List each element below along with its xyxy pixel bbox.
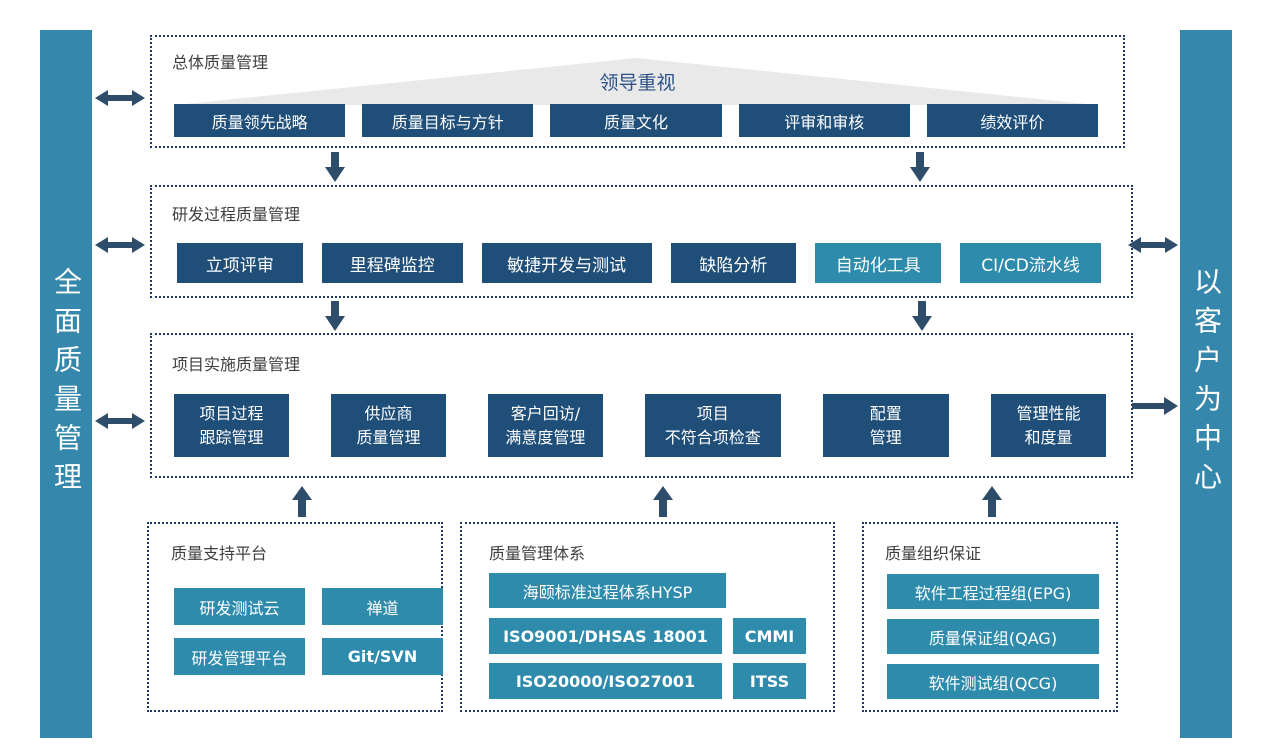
pill-line: 管理 xyxy=(869,427,902,447)
pill-automation-tools: 自动化工具 xyxy=(815,243,942,283)
right-sidebar: 以客户为中心 xyxy=(1180,30,1232,738)
pill-configuration-management: 配置 管理 xyxy=(822,394,950,457)
pill-itss: ITSS xyxy=(733,663,806,699)
pill-rd-test-cloud: 研发测试云 xyxy=(174,588,305,625)
down-arrow-icon xyxy=(910,152,930,182)
pill-line: 供应商 xyxy=(364,404,413,424)
pill-customer-visit-satisfaction: 客户回访/ 满意度管理 xyxy=(487,394,603,457)
down-arrow-icon xyxy=(912,301,932,331)
up-arrow-icon xyxy=(292,486,312,517)
section-title: 质量管理体系 xyxy=(489,544,586,563)
pill-git-svn: Git/SVN xyxy=(322,638,443,675)
pill-line: 项目过程 xyxy=(199,404,264,424)
pill-iso9001-dhsas18001: ISO9001/DHSAS 18001 xyxy=(489,618,722,654)
leadership-label: 领导重视 xyxy=(599,72,676,94)
pill-iso20000-iso27001: ISO20000/ISO27001 xyxy=(489,663,722,699)
pill-qag-group: 质量保证组(QAG) xyxy=(887,619,1099,654)
double-arrow-icon xyxy=(95,88,145,108)
pill-cicd-pipeline: CI/CD流水线 xyxy=(960,243,1101,283)
down-arrow-icon xyxy=(325,152,345,182)
right-arrow-icon xyxy=(1132,396,1178,416)
pill-line: 不符合项检查 xyxy=(664,427,761,447)
pill-quality-goals-policy: 质量目标与方针 xyxy=(362,104,534,137)
pill-review-audit: 评审和审核 xyxy=(738,104,910,137)
pill-agile-dev-testing: 敏捷开发与测试 xyxy=(481,243,652,283)
section-title: 质量支持平台 xyxy=(171,544,268,563)
pill-line: 跟踪管理 xyxy=(199,427,264,447)
section-project-implementation-quality: 项目实施质量管理 项目过程 跟踪管理 供应商 质量管理 客户回访/ 满意度管理 … xyxy=(150,333,1133,478)
pill-zentao: 禅道 xyxy=(322,588,443,625)
right-sidebar-label: 以客户为中心 xyxy=(1190,267,1223,501)
pill-qcg-group: 软件测试组(QCG) xyxy=(887,664,1099,699)
section-title: 研发过程质量管理 xyxy=(172,205,301,224)
pill-cmmi: CMMI xyxy=(733,618,806,654)
section-quality-support-platform: 质量支持平台 研发测试云 禅道 研发管理平台 Git/SVN xyxy=(147,522,443,712)
section-quality-organization-assurance: 质量组织保证 软件工程过程组(EPG) 质量保证组(QAG) 软件测试组(QCG… xyxy=(862,522,1118,712)
pill-line: 项目 xyxy=(696,404,729,424)
double-arrow-icon xyxy=(1128,235,1178,255)
pill-hysp-standard-process: 海颐标准过程体系HYSP xyxy=(489,573,726,608)
left-sidebar-label: 全面质量管理 xyxy=(50,267,83,501)
pill-line: 和度量 xyxy=(1024,427,1073,447)
pill-management-performance-measurement: 管理性能 和度量 xyxy=(991,394,1106,457)
section-quality-management-system: 质量管理体系 海颐标准过程体系HYSP ISO9001/DHSAS 18001 … xyxy=(460,522,835,712)
section-title: 质量组织保证 xyxy=(885,544,982,563)
left-sidebar: 全面质量管理 xyxy=(40,30,92,738)
pill-line: 管理性能 xyxy=(1016,404,1081,424)
double-arrow-icon xyxy=(95,411,145,431)
pill-line: 配置 xyxy=(869,404,902,424)
up-arrow-icon xyxy=(982,486,1002,517)
pill-epg-group: 软件工程过程组(EPG) xyxy=(887,574,1099,609)
pill-project-nonconformity-check: 项目 不符合项检查 xyxy=(644,394,781,457)
double-arrow-icon xyxy=(95,235,145,255)
pill-line: 质量管理 xyxy=(356,427,421,447)
pill-quality-leading-strategy: 质量领先战略 xyxy=(174,104,346,137)
section-title: 总体质量管理 xyxy=(172,53,269,72)
pill-line: 客户回访/ xyxy=(510,404,581,424)
pill-project-approval-review: 立项评审 xyxy=(177,243,303,283)
section-rd-process-quality: 研发过程质量管理 立项评审 里程碑监控 敏捷开发与测试 缺陷分析 自动化工具 C… xyxy=(150,185,1133,298)
pill-quality-culture: 质量文化 xyxy=(550,104,722,137)
pill-project-process-tracking: 项目过程 跟踪管理 xyxy=(174,394,289,457)
pill-line: 满意度管理 xyxy=(505,427,586,447)
section-title: 项目实施质量管理 xyxy=(172,355,301,374)
section-overall-quality-management: 领导重视 总体质量管理 质量领先战略 质量目标与方针 质量文化 评审和审核 绩效… xyxy=(150,35,1125,148)
pill-defect-analysis: 缺陷分析 xyxy=(670,243,797,283)
pill-supplier-quality: 供应商 质量管理 xyxy=(330,394,446,457)
pill-rd-management-platform: 研发管理平台 xyxy=(174,638,305,675)
down-arrow-icon xyxy=(325,301,345,331)
pill-milestone-monitoring: 里程碑监控 xyxy=(321,243,463,283)
pill-performance-evaluation: 绩效评价 xyxy=(926,104,1099,137)
up-arrow-icon xyxy=(653,486,673,517)
